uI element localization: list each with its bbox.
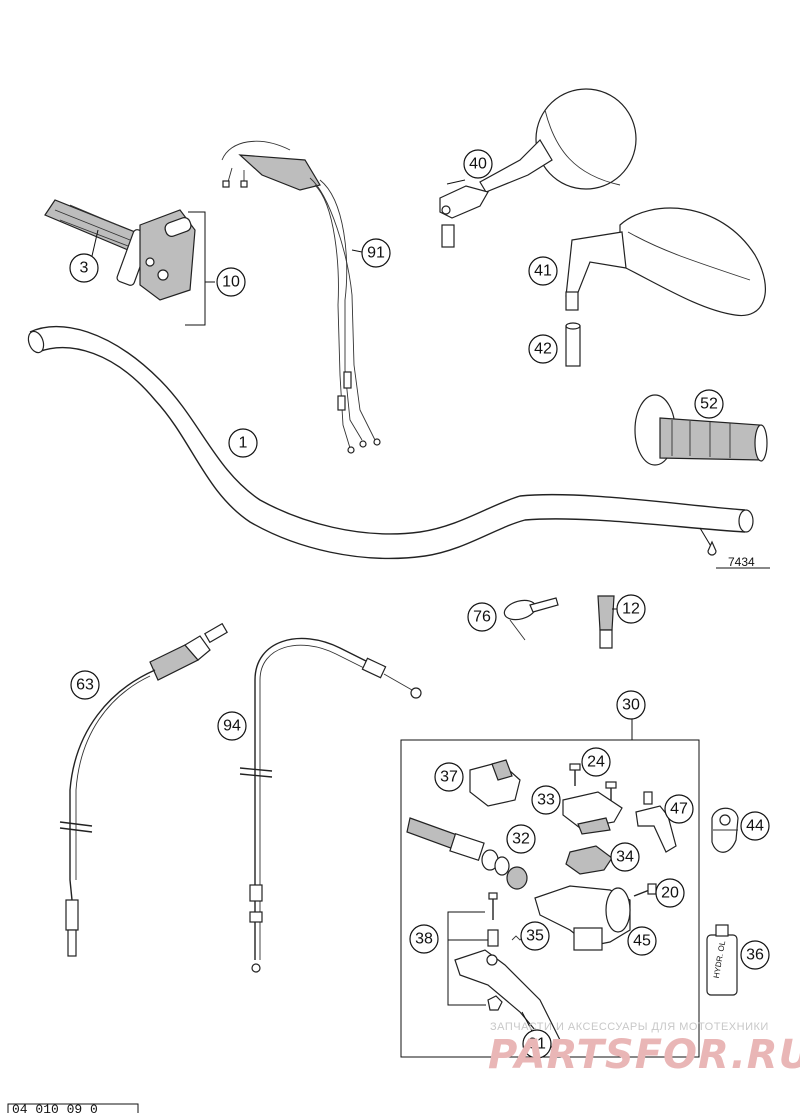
svg-text:37: 37 bbox=[440, 769, 458, 786]
callout-12: 12 bbox=[616, 594, 646, 624]
hydraulic-oil-bottle: HYDR. OL bbox=[706, 924, 738, 996]
callout-32: 32 bbox=[506, 824, 536, 854]
svg-text:34: 34 bbox=[616, 849, 634, 866]
callout-35: 35 bbox=[520, 921, 550, 951]
callout-91: 91 bbox=[361, 238, 391, 268]
svg-text:24: 24 bbox=[587, 754, 605, 771]
callout-41: 41 bbox=[528, 256, 558, 286]
svg-text:94: 94 bbox=[223, 718, 241, 735]
svg-text:52: 52 bbox=[700, 396, 718, 413]
hot-start-cable bbox=[239, 637, 422, 973]
svg-text:30: 30 bbox=[622, 697, 640, 714]
callout-20: 20 bbox=[655, 878, 685, 908]
callout-42: 42 bbox=[528, 334, 558, 364]
svg-text:31: 31 bbox=[528, 1036, 546, 1053]
mirror-left bbox=[439, 88, 637, 248]
svg-text:41: 41 bbox=[534, 263, 552, 280]
callout-24: 24 bbox=[581, 747, 611, 777]
svg-text:47: 47 bbox=[670, 801, 688, 818]
handlebar-grip bbox=[634, 394, 768, 466]
callout-45: 45 bbox=[627, 926, 657, 956]
callout-76: 76 bbox=[467, 602, 497, 632]
svg-text:35: 35 bbox=[526, 928, 544, 945]
callout-3: 3 bbox=[69, 253, 99, 283]
callout-38: 38 bbox=[409, 924, 439, 954]
callout-34: 34 bbox=[610, 842, 640, 872]
clutch-parts bbox=[406, 759, 677, 1049]
callout-30: 30 bbox=[616, 690, 646, 720]
svg-text:45: 45 bbox=[633, 933, 651, 950]
svg-text:38: 38 bbox=[415, 931, 433, 948]
svg-text:76: 76 bbox=[473, 609, 491, 626]
callout-40: 40 bbox=[463, 149, 493, 179]
svg-text:44: 44 bbox=[746, 818, 764, 835]
callout-31: 31 bbox=[522, 1029, 552, 1059]
svg-text:33: 33 bbox=[537, 792, 555, 809]
clutch-cable bbox=[59, 622, 228, 957]
watermark-brand: PARTSFOR.RU bbox=[488, 1032, 800, 1078]
footer-code: 04 010 09 0 bbox=[12, 1102, 98, 1113]
callout-47: 47 bbox=[664, 794, 694, 824]
svg-text:40: 40 bbox=[469, 156, 487, 173]
svg-text:32: 32 bbox=[512, 831, 530, 848]
callout-44: 44 bbox=[740, 811, 770, 841]
callout-1: 1 bbox=[228, 428, 258, 458]
mirror-clamp bbox=[711, 807, 739, 853]
mirror-right bbox=[565, 207, 766, 367]
svg-text:42: 42 bbox=[534, 341, 552, 358]
svg-text:12: 12 bbox=[622, 601, 640, 618]
handlebar bbox=[27, 325, 770, 569]
throttle-grip bbox=[44, 199, 215, 326]
svg-text:1: 1 bbox=[239, 435, 248, 452]
callout-36: 36 bbox=[740, 940, 770, 970]
callout-10: 10 bbox=[216, 267, 246, 297]
callout-94: 94 bbox=[217, 711, 247, 741]
svg-text:20: 20 bbox=[661, 885, 679, 902]
svg-text:3: 3 bbox=[80, 260, 89, 277]
clutch-assembly-box bbox=[400, 716, 700, 1058]
reference-label: 7434 bbox=[728, 555, 755, 569]
svg-text:63: 63 bbox=[76, 677, 94, 694]
svg-text:91: 91 bbox=[367, 245, 385, 262]
watermark-tagline: ЗАПЧАСТИ И АКСЕССУАРЫ ДЛЯ МОТОТЕХНИКИ bbox=[490, 1021, 769, 1033]
callout-37: 37 bbox=[434, 762, 464, 792]
throttle-insert bbox=[597, 595, 615, 649]
throttle-cables bbox=[221, 140, 381, 454]
callout-33: 33 bbox=[531, 785, 561, 815]
svg-text:36: 36 bbox=[746, 947, 764, 964]
callout-52: 52 bbox=[694, 389, 724, 419]
callout-63: 63 bbox=[70, 670, 100, 700]
cable-tie bbox=[503, 597, 559, 641]
svg-text:10: 10 bbox=[222, 274, 240, 291]
